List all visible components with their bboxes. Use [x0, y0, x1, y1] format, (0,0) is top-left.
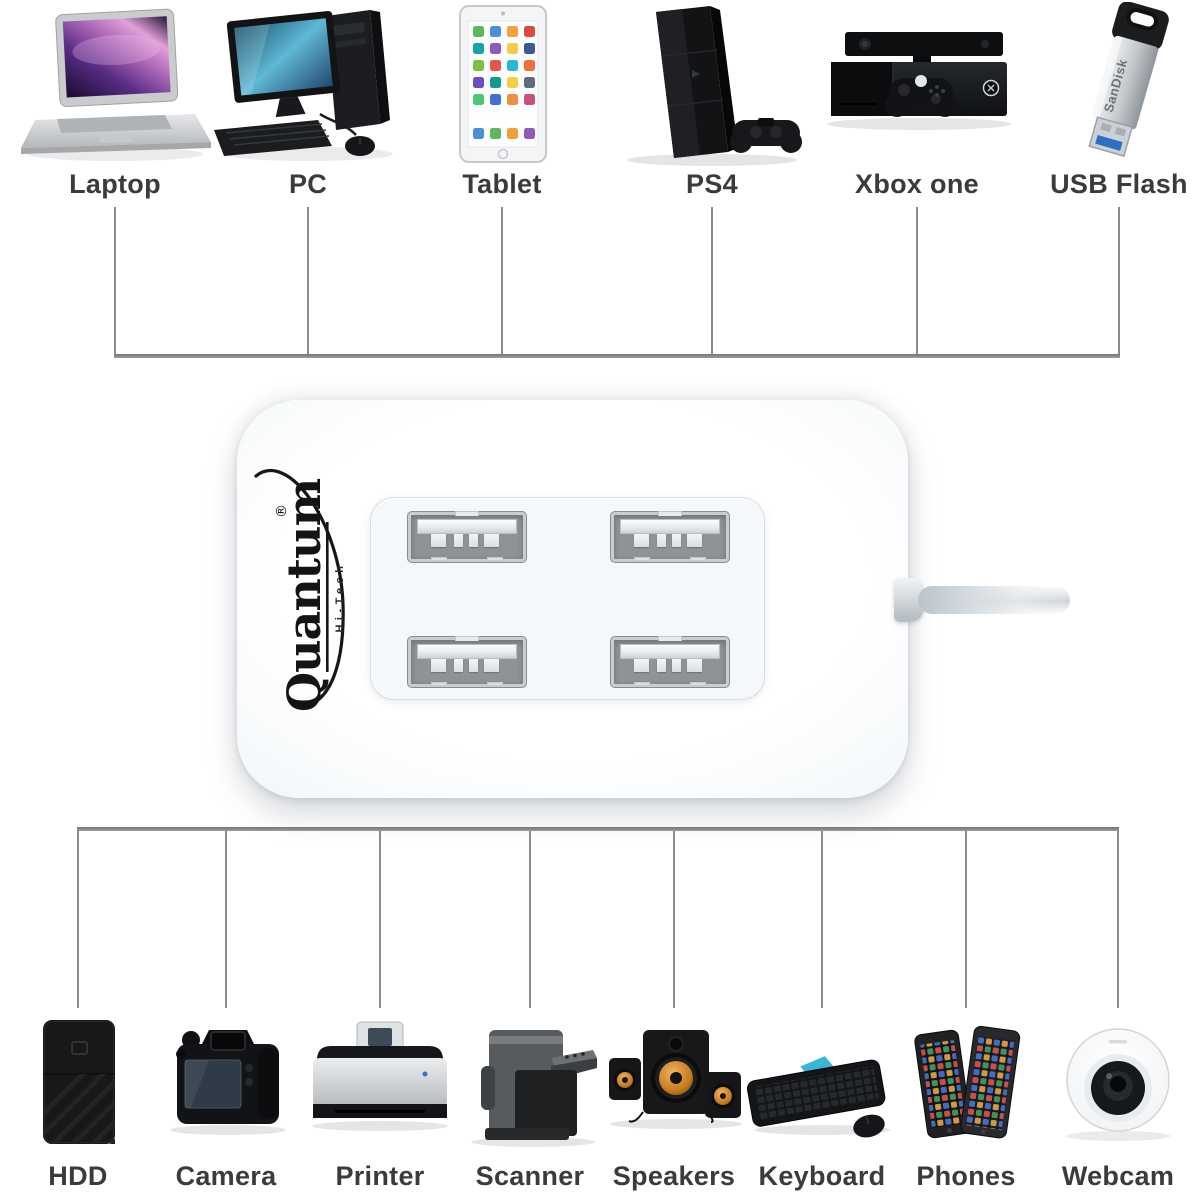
- device-ps4: PS4: [612, 2, 812, 198]
- device-label-speakers: Speakers: [612, 1161, 736, 1191]
- logo-subbrand-text: Hi-Tech: [334, 561, 346, 632]
- usb-flash-image: SanDisk: [1088, 2, 1169, 157]
- device-usb-flash: SanDisk USB Flash: [1019, 2, 1200, 198]
- top-line-usb-flash: [1118, 207, 1120, 354]
- device-label-phones: Phones: [916, 1161, 1016, 1191]
- top-line-tablet: [501, 207, 503, 354]
- usb-hub: Quantum ® Hi-Tech: [237, 400, 908, 798]
- bottom-connector-bar: [77, 827, 1119, 831]
- bottom-line-camera: [225, 831, 227, 1008]
- device-label-printer: Printer: [335, 1161, 425, 1191]
- device-label-tablet: Tablet: [462, 169, 542, 199]
- logo-registered-mark: ®: [274, 504, 290, 518]
- top-line-xbox-one: [916, 207, 918, 354]
- laptop-image: [21, 8, 211, 161]
- bottom-line-phones: [965, 831, 967, 1008]
- device-label-camera: Camera: [175, 1161, 277, 1191]
- device-label-webcam: Webcam: [1061, 1161, 1175, 1191]
- device-hdd: HDD: [0, 1014, 163, 1190]
- device-label-laptop: Laptop: [69, 169, 161, 199]
- pc-image: [214, 10, 393, 161]
- xbox-one-image: [827, 32, 1011, 130]
- hub-port-panel: [370, 497, 765, 700]
- device-speakers: Speakers: [589, 1014, 759, 1190]
- phones-image: [914, 1025, 1021, 1139]
- usb-port-2: [611, 511, 729, 562]
- bottom-line-hdd: [77, 831, 79, 1008]
- top-line-pc: [307, 207, 309, 354]
- device-xbox-one: Xbox one: [817, 2, 1017, 198]
- device-label-hdd: HDD: [48, 1161, 108, 1191]
- device-label-scanner: Scanner: [475, 1161, 585, 1191]
- logo-brand-text: Quantum: [277, 479, 331, 712]
- device-printer: Printer: [295, 1014, 465, 1190]
- printer-image: [312, 1021, 448, 1131]
- device-label-xbox-one: Xbox one: [855, 169, 979, 199]
- bottom-line-scanner: [529, 831, 531, 1008]
- ps4-image: [627, 6, 802, 166]
- device-laptop: Laptop: [15, 2, 215, 198]
- device-label-ps4: PS4: [686, 169, 738, 199]
- speakers-image: [609, 1030, 742, 1129]
- bottom-line-webcam: [1117, 831, 1119, 1008]
- device-label-pc: PC: [288, 169, 328, 199]
- tablet-image: [459, 5, 547, 163]
- top-line-ps4: [711, 207, 713, 354]
- bottom-line-printer: [379, 831, 381, 1008]
- usb-port-1: [408, 511, 526, 562]
- device-phones: Phones: [881, 1014, 1051, 1190]
- usb-cable: [918, 586, 1070, 614]
- hdd-image: [43, 1020, 115, 1144]
- usb-port-4: [611, 636, 729, 687]
- scanner-image: [471, 1030, 597, 1147]
- device-webcam: Webcam: [1033, 1014, 1200, 1190]
- usb-port-3: [408, 636, 526, 687]
- device-pc: PC: [208, 2, 408, 198]
- camera-image: [170, 1030, 286, 1135]
- device-label-usb-flash: USB Flash: [1050, 169, 1188, 199]
- device-label-keyboard: Keyboard: [758, 1161, 886, 1191]
- bottom-line-speakers: [673, 831, 675, 1008]
- device-scanner: Scanner: [445, 1014, 615, 1190]
- top-connector-bar: [114, 354, 1120, 358]
- device-keyboard: Keyboard: [737, 1014, 907, 1190]
- webcam-image: [1066, 1028, 1170, 1141]
- quantum-logo: Quantum ® Hi-Tech: [254, 469, 346, 712]
- device-tablet: Tablet: [402, 2, 602, 198]
- top-line-laptop: [114, 207, 116, 354]
- bottom-line-keyboard: [821, 831, 823, 1008]
- device-camera: Camera: [141, 1014, 311, 1190]
- keyboard-image: [747, 1056, 890, 1138]
